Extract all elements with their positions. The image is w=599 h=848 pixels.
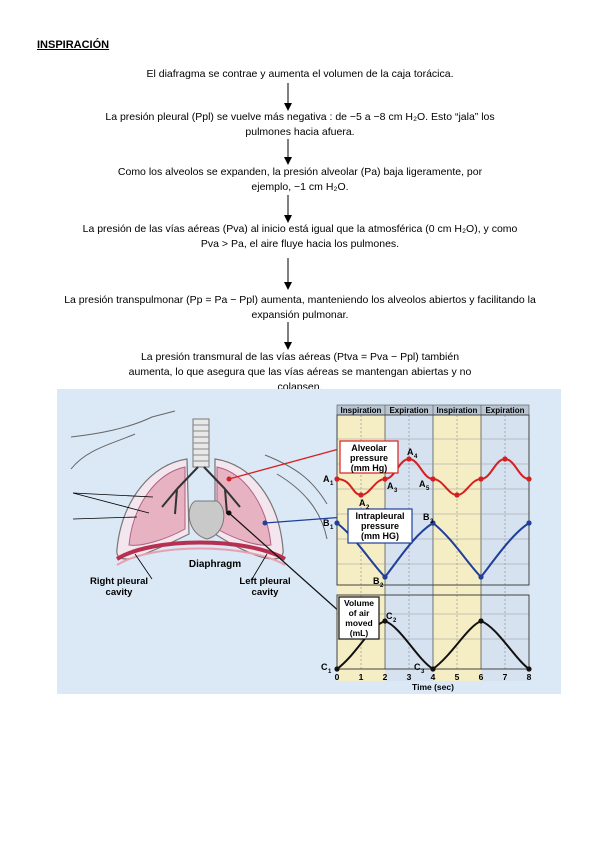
- down-arrow-1: [284, 83, 292, 111]
- point-label-a1: A: [323, 474, 330, 484]
- point-label-c2-sub: 2: [393, 618, 397, 624]
- step-1: El diafragma se contrae y aumenta el vol…: [146, 68, 454, 80]
- step-2: La presión pleural (Ppl) se vuelve más n…: [105, 111, 495, 138]
- x-tick-3: 3: [407, 672, 412, 682]
- intrapleural-label-2: pressure: [361, 521, 399, 531]
- volume-label-1: Volume: [344, 598, 374, 608]
- intrapleural-connector: [264, 516, 346, 524]
- x-tick-2: 2: [383, 672, 388, 682]
- volume-connector: [228, 512, 342, 614]
- point-label-c3: C: [414, 662, 421, 672]
- right-pleural-label-2: cavity: [106, 587, 134, 598]
- volume-label-3: moved: [345, 618, 372, 628]
- step-4: La presión de las vías aéreas (Pva) al i…: [82, 223, 518, 250]
- diaphragm-label: Diaphragm: [189, 559, 241, 570]
- point-label-b1-sub: 1: [330, 525, 334, 531]
- step-5: La presión transpulmonar (Pp = Pa − Ppl)…: [64, 294, 536, 321]
- point-label-a4-sub: 4: [414, 454, 418, 460]
- phase-label-2: Expiration: [389, 406, 428, 415]
- intrapleural-label-3: (mm HG): [361, 531, 399, 541]
- point-label-b3: B: [423, 512, 430, 522]
- x-tick-4: 4: [431, 672, 436, 682]
- figure-canvas: Diaphragm Right pleural cavity Left pleu…: [70, 404, 532, 692]
- point-label-a1-sub: 1: [330, 481, 334, 487]
- point-label-a3: A: [387, 481, 394, 491]
- step-3: Como los alveolos se expanden, la presió…: [117, 166, 483, 193]
- point-label-a5: A: [419, 479, 426, 489]
- x-tick-5: 5: [455, 672, 460, 682]
- down-arrow-3: [284, 195, 292, 223]
- volume-label-4: (mL): [350, 628, 369, 638]
- point-label-c2: C: [386, 611, 393, 621]
- point-label-a3-sub: 3: [394, 488, 398, 494]
- point-label-b1: B: [323, 518, 330, 528]
- right-pleural-label-1: Right pleural: [90, 576, 148, 587]
- point-label-a2: A: [359, 498, 366, 508]
- phase-label-3: Inspiration: [437, 406, 478, 415]
- x-tick-0: 0: [335, 672, 340, 682]
- point-label-a5-sub: 5: [426, 486, 430, 492]
- volume-label-2: of air: [349, 608, 370, 618]
- pressure-volume-graph: [334, 404, 532, 681]
- point-label-c1: C: [321, 662, 328, 672]
- point-label-b2-sub: 2: [380, 583, 384, 589]
- point-label-b2: B: [373, 576, 380, 586]
- phase-label-1: Inspiration: [341, 406, 382, 415]
- point-label-a2-sub: 2: [366, 505, 370, 511]
- document-title: INSPIRACIÓN: [37, 39, 110, 51]
- down-arrow-2: [284, 139, 292, 165]
- x-tick-6: 6: [479, 672, 484, 682]
- alveolar-label-2: pressure: [350, 453, 388, 463]
- thorax-illustration: [70, 410, 328, 580]
- x-tick-1: 1: [359, 672, 364, 682]
- left-pleural-label-2: cavity: [252, 587, 280, 598]
- alveolar-label-3: (mm Hg): [351, 463, 388, 473]
- x-axis-label: Time (sec): [412, 682, 454, 692]
- x-tick-7: 7: [503, 672, 508, 682]
- point-label-b3-sub: 3: [430, 519, 434, 525]
- down-arrow-4: [284, 258, 292, 290]
- alveolar-label-1: Alveolar: [351, 443, 387, 453]
- intrapleural-label-1: Intrapleural: [355, 511, 404, 521]
- phase-label-4: Expiration: [485, 406, 524, 415]
- point-label-c3-sub: 3: [421, 669, 425, 675]
- down-arrow-5: [284, 322, 292, 350]
- x-tick-8: 8: [527, 672, 532, 682]
- respiration-figure: Diaphragm Right pleural cavity Left pleu…: [57, 389, 561, 694]
- point-label-a4: A: [407, 447, 414, 457]
- point-label-c1-sub: 1: [328, 669, 332, 675]
- alveolar-connector: [228, 448, 340, 480]
- left-pleural-label-1: Left pleural: [239, 576, 290, 587]
